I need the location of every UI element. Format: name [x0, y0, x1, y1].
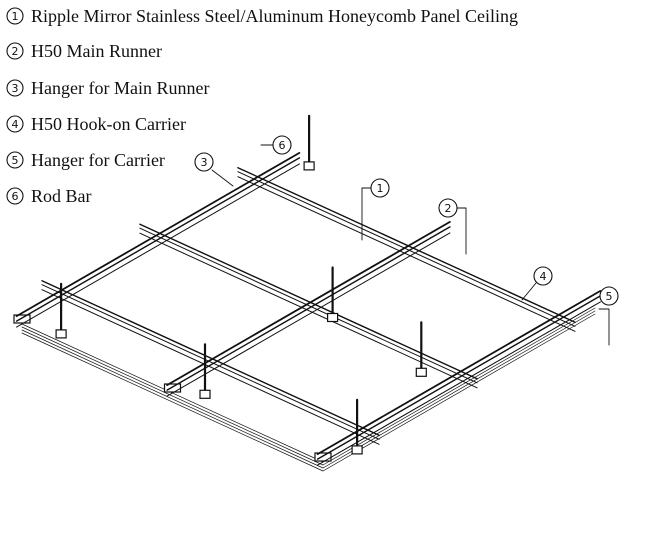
callout-number: 5 — [606, 290, 613, 303]
legend-number-circle — [6, 151, 24, 169]
callout-number: 6 — [279, 139, 286, 152]
legend: 1 Ripple Mirror Stainless Steel/Aluminum… — [6, 6, 518, 206]
legend-number: 6 — [12, 190, 19, 203]
callout-hook-on-carrier: 4 — [521, 266, 553, 301]
legend-item-rod-bar: 6 Rod Bar — [6, 186, 92, 206]
legend-number: 2 — [12, 45, 19, 58]
callout-circle — [438, 198, 458, 218]
legend-number-circle — [6, 7, 24, 25]
callout-hanger-carrier: 5 — [598, 286, 619, 346]
legend-label: Hanger for Carrier — [31, 150, 165, 170]
legend-item-hook-on-carrier: 4 H50 Hook-on Carrier — [6, 114, 186, 134]
carrier-lower-edge — [237, 176, 576, 332]
callout-circle — [272, 135, 292, 155]
callout-circle — [370, 178, 390, 198]
callout-number: 1 — [377, 182, 384, 195]
callout-number: 4 — [540, 270, 547, 283]
legend-label: Rod Bar — [31, 186, 92, 206]
callout-main-runner: 2 — [438, 198, 467, 255]
carrier-top-flange — [237, 166, 576, 323]
runner-bottom-edge — [317, 301, 601, 466]
runner-mid-edge — [316, 295, 602, 460]
panel-edge-line — [322, 310, 596, 469]
legend-item-hanger-main-runner: 3 Hanger for Main Runner — [6, 78, 209, 98]
callout-rod-bar: 6 — [260, 135, 292, 155]
legend-item-main-runner: 2 H50 Main Runner — [6, 41, 162, 61]
panel-edge-line — [322, 313, 596, 472]
runner-bottom-edge — [16, 163, 300, 328]
honeycomb-panels — [13, 304, 596, 472]
legend-number: 1 — [12, 10, 19, 23]
carrier-upper-edge — [139, 227, 478, 384]
legend-label: Hanger for Main Runner — [31, 78, 209, 98]
panel-edge-line — [21, 326, 324, 466]
panel-edge-line — [21, 332, 324, 472]
legend-number-circle — [6, 42, 24, 60]
legend-label: H50 Main Runner — [31, 41, 162, 61]
legend-number: 5 — [12, 154, 19, 167]
carrier-upper-edge — [41, 284, 380, 440]
callout-panel: 1 — [361, 178, 390, 241]
hanger-clip — [55, 329, 67, 339]
callout-circle — [533, 266, 553, 286]
legend-number-circle — [6, 115, 24, 133]
carrier-lower-edge — [41, 289, 380, 445]
callout-number: 2 — [445, 202, 452, 215]
runner-top-edge — [316, 289, 602, 456]
hook-on-carriers — [41, 166, 576, 445]
legend-item-hanger-carrier: 5 Hanger for Carrier — [6, 150, 165, 170]
carrier-top-flange — [139, 223, 478, 380]
carrier-upper-edge — [237, 171, 576, 327]
legend-number: 4 — [12, 118, 19, 131]
callout-circle — [194, 152, 214, 172]
carrier-top-flange — [41, 280, 380, 436]
legend-label: Ripple Mirror Stainless Steel/Aluminum H… — [31, 6, 518, 26]
callout-hanger-main-runner: 3 — [194, 152, 234, 187]
runner-mid-edge — [15, 157, 301, 322]
runner-top-edge — [166, 220, 451, 387]
hanger-clip — [199, 389, 211, 399]
callout-number: 3 — [201, 156, 208, 169]
runner-top-edge — [15, 151, 301, 318]
runner-mid-edge — [166, 226, 451, 391]
hanger-clip — [351, 445, 363, 455]
legend-number-circle — [6, 187, 24, 205]
panel-edge-line — [21, 329, 324, 469]
legend-number: 3 — [12, 82, 19, 95]
rod-bars — [55, 114, 427, 455]
legend-item-panel-ceiling: 1 Ripple Mirror Stainless Steel/Aluminum… — [6, 6, 518, 26]
carrier-lower-edge — [139, 232, 478, 389]
callouts: 6 3 1 2 4 5 — [194, 135, 619, 346]
hanger-clip — [303, 161, 315, 171]
hanger-clip — [415, 367, 427, 377]
legend-number-circle — [6, 79, 24, 97]
main-runners — [15, 151, 602, 466]
callout-circle — [599, 286, 619, 306]
runner-bottom-edge — [166, 232, 451, 397]
hanger-clip — [327, 312, 339, 323]
panel-edge-line — [322, 307, 596, 466]
legend-label: H50 Hook-on Carrier — [31, 114, 186, 134]
